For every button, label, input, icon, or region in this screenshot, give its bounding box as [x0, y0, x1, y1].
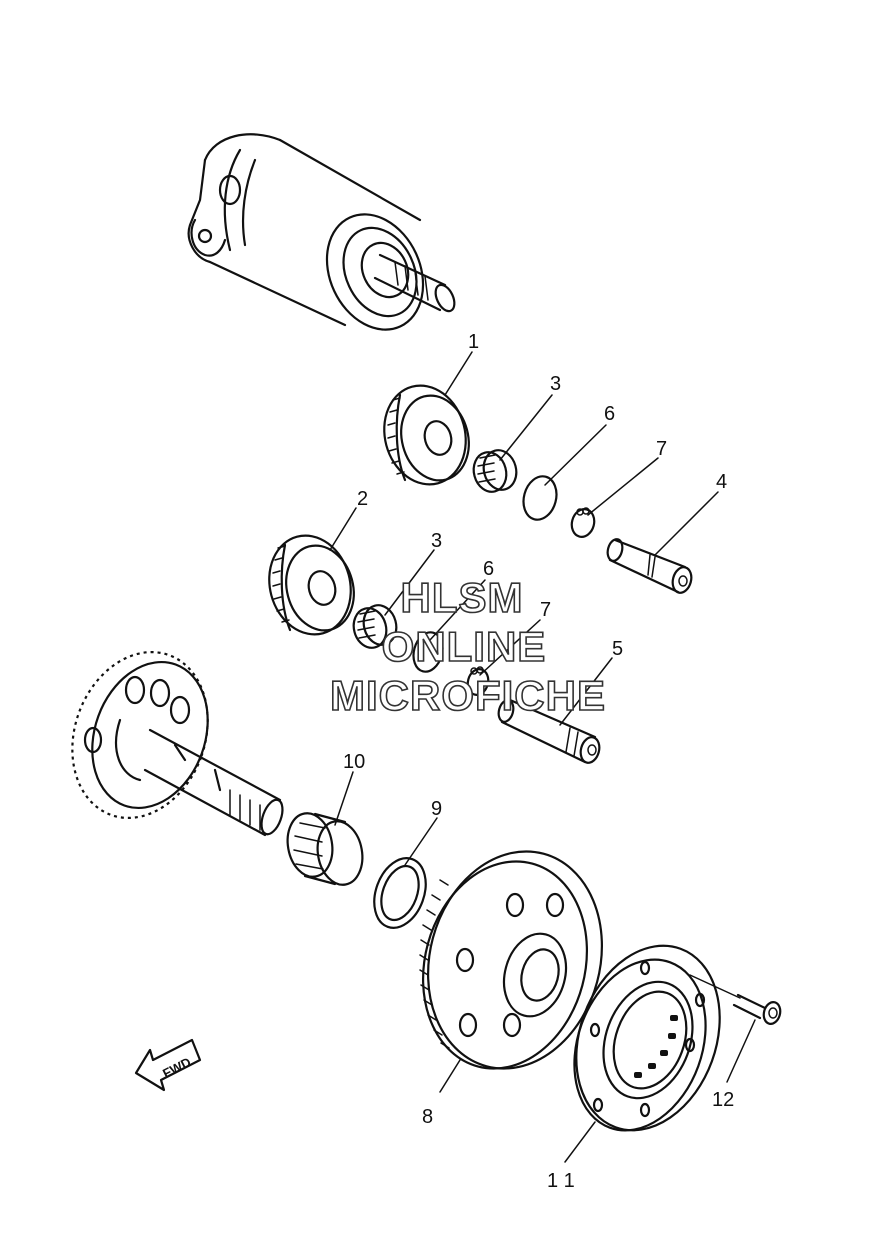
callout-1: 1 [468, 331, 479, 353]
idler-gear-1 [383, 384, 470, 486]
callout-labels: 1 2 3 3 4 5 6 6 7 7 8 9 10 1 1 12 [343, 331, 734, 1192]
callout-2: 2 [357, 488, 368, 510]
callout-10: 10 [343, 751, 365, 773]
callout-9: 9 [431, 798, 442, 820]
bolt-12 [732, 993, 782, 1025]
callout-6-upper: 6 [604, 403, 615, 425]
crankshaft-flywheel [71, 650, 284, 837]
idler-gear-2 [268, 534, 355, 636]
starter-motor [187, 133, 456, 331]
leader-lines [329, 351, 756, 1163]
needle-bearing-10 [286, 812, 364, 886]
needle-bearing-3-upper [472, 449, 518, 493]
callout-4: 4 [716, 471, 727, 493]
callout-7-upper: 7 [656, 438, 667, 460]
needle-bearing-3-lower [352, 604, 398, 649]
watermark-line-3: MICROFICHE [330, 672, 606, 719]
callout-7-lower: 7 [540, 599, 551, 621]
callout-5: 5 [612, 638, 623, 660]
one-way-clutch-11 [573, 944, 721, 1132]
washer-6-lower [412, 631, 444, 673]
watermark: HLSM ONLINE MICROFICHE [329, 573, 606, 720]
callout-3-lower: 3 [431, 530, 442, 552]
callout-11: 1 1 [547, 1170, 575, 1192]
shaft-5 [497, 698, 601, 764]
callout-6-lower: 6 [483, 558, 494, 580]
washer-9 [373, 857, 427, 929]
washer-6-upper [522, 475, 558, 521]
watermark-line-2: ONLINE [382, 623, 547, 670]
forward-direction-arrow: FWD [134, 1038, 202, 1092]
callout-8: 8 [422, 1106, 433, 1128]
circlip-7-lower [466, 666, 490, 696]
circlip-7-upper [570, 507, 596, 538]
watermark-line-1: HLSM [401, 574, 524, 621]
starter-clutch-gear-8 [419, 850, 603, 1070]
callout-3-upper: 3 [550, 373, 561, 395]
shaft-4 [606, 538, 693, 594]
callout-12: 12 [712, 1089, 734, 1111]
